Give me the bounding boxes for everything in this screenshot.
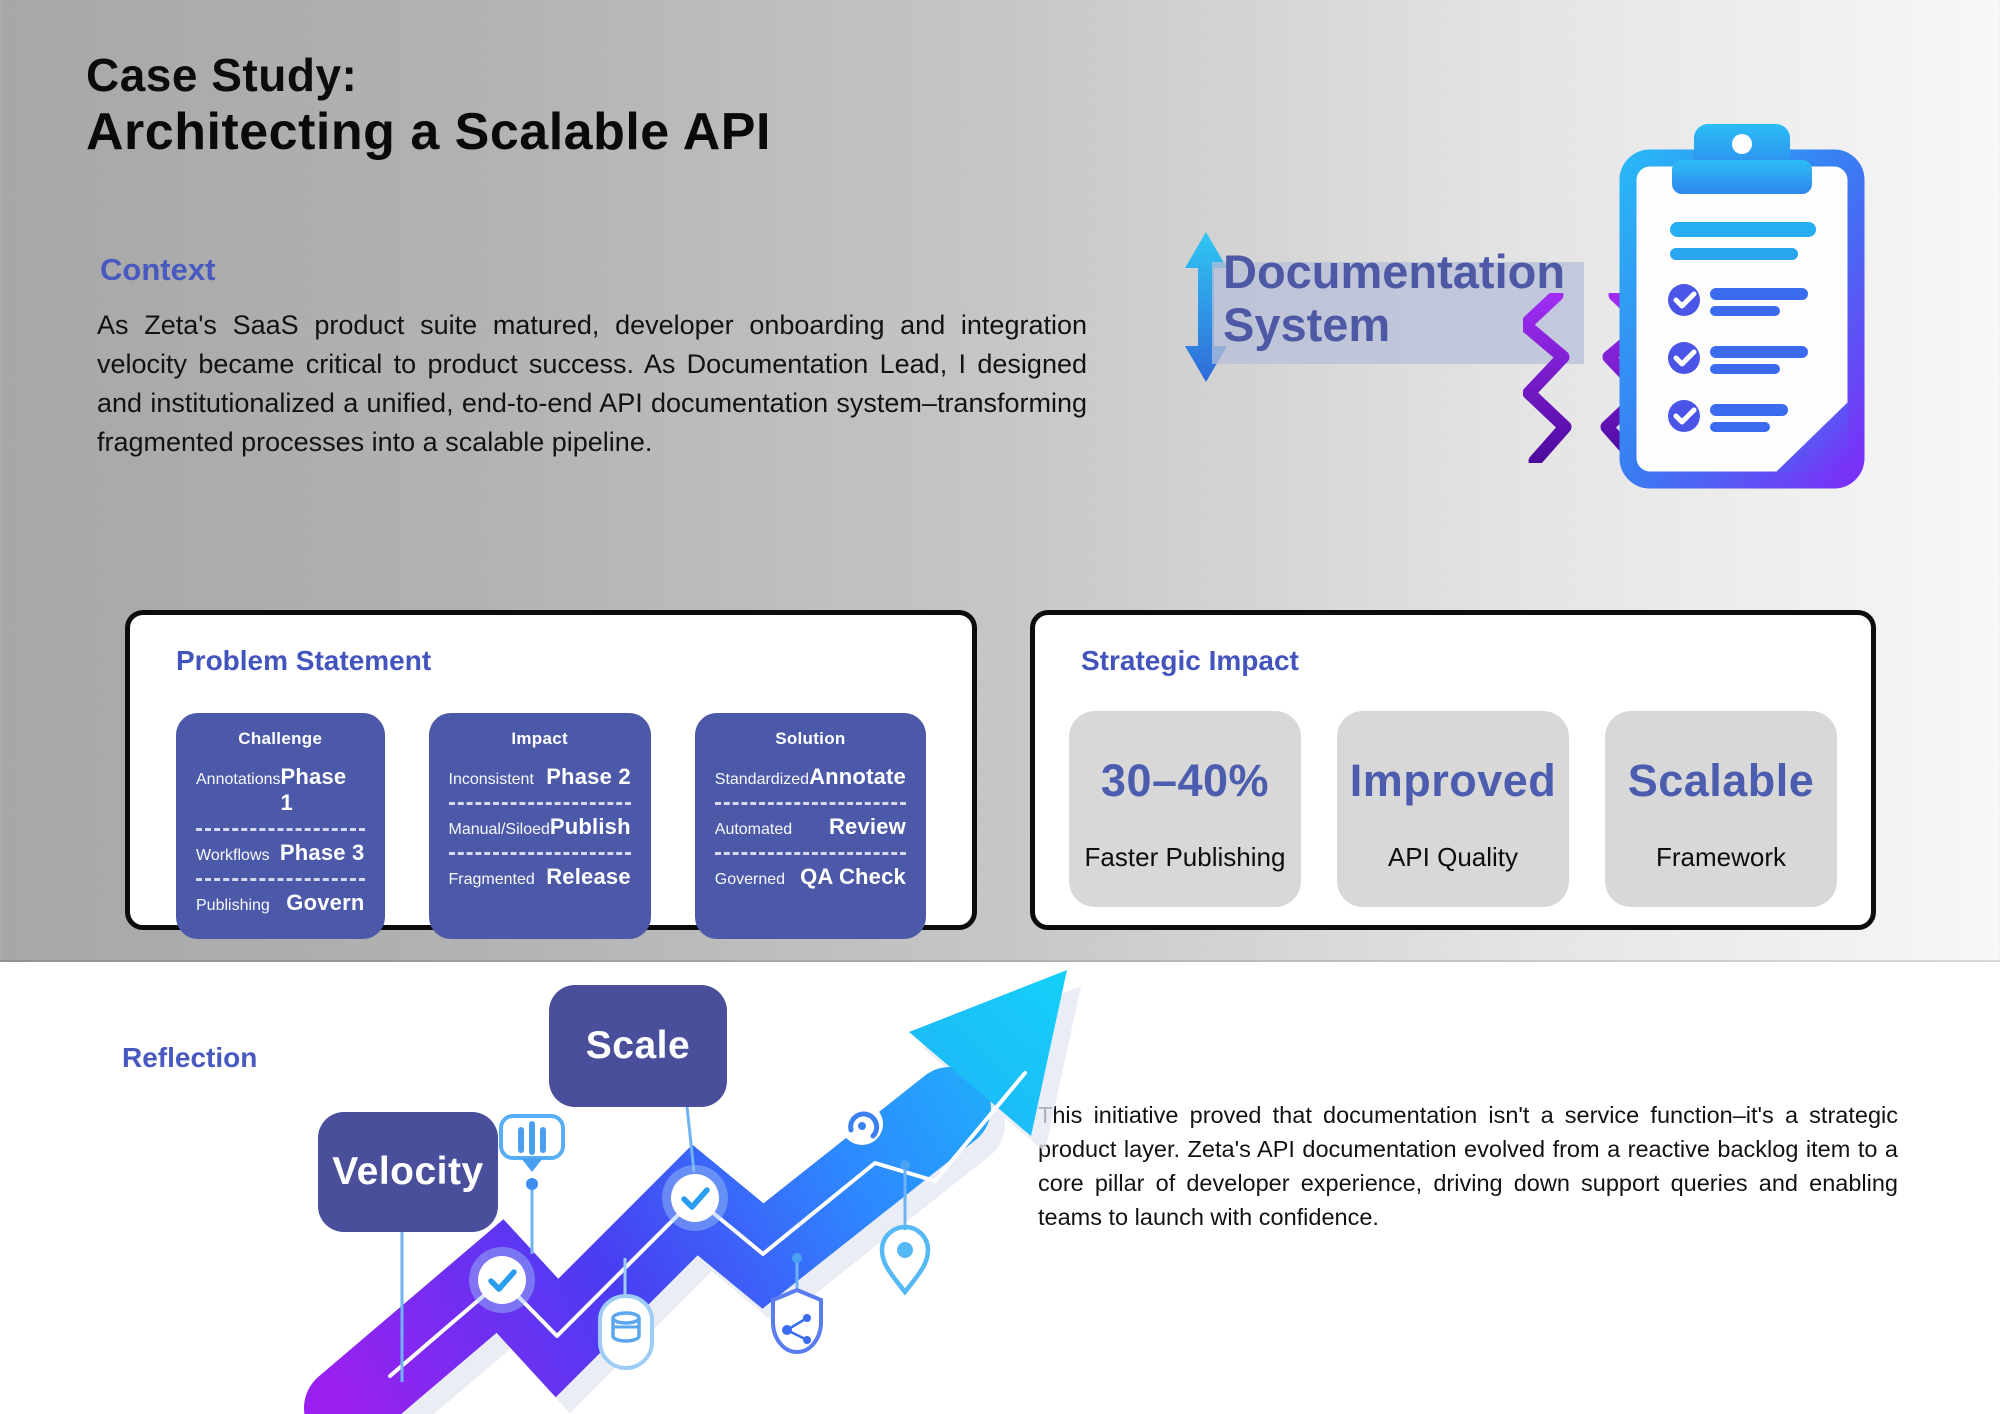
row-value: Review: [828, 814, 906, 839]
velocity-bubble: Velocity: [318, 1112, 498, 1232]
dashed-divider: [714, 802, 906, 805]
stat-label: Framework: [1655, 842, 1786, 872]
row-label: Publishing: [196, 897, 270, 914]
row-label: Inconsistent: [448, 771, 534, 788]
row-value: Phase 1: [280, 764, 347, 815]
docsys-title-line2: System: [1223, 297, 1391, 351]
page-title: Case Study: Architecting a Scalable API: [86, 48, 771, 164]
growth-arrow-illustration: [304, 970, 1081, 1414]
check-icon: [469, 1247, 535, 1313]
stat-card-publishing: 30–40% Faster Publishing: [1069, 711, 1301, 907]
gauge-icon: [841, 1103, 883, 1145]
scale-bubble-label: Scale: [585, 1024, 691, 1067]
location-pin-icon: [879, 1160, 931, 1296]
card-row-item: Automated Review: [715, 809, 906, 845]
scale-bubble: Scale: [549, 985, 727, 1107]
dashed-divider: [448, 852, 631, 855]
dashed-divider: [714, 852, 906, 855]
challenge-card: Challenge Annotations Phase 1 Workflows …: [176, 713, 385, 939]
challenge-card-title: Challenge: [238, 729, 323, 748]
card-row-item: Inconsistent Phase 2: [449, 759, 631, 795]
row-label: Manual/Siloed: [448, 821, 550, 838]
reflection-heading: Reflection: [122, 1042, 258, 1073]
row-label: Fragmented: [448, 871, 535, 888]
check-icon: [662, 1165, 728, 1231]
stat-label: API Quality: [1387, 842, 1519, 872]
row-value: Release: [546, 864, 631, 889]
stat-value: 30–40%: [1100, 755, 1270, 806]
impact-card: Impact Inconsistent Phase 2 Manual/Siloe…: [428, 713, 651, 939]
card-row-item: Standardized Annotate: [715, 759, 906, 795]
row-value: Publish: [549, 814, 631, 839]
problem-card-row: Challenge Annotations Phase 1 Workflows …: [158, 713, 944, 939]
card-row-item: Governed QA Check: [715, 859, 906, 895]
velocity-bubble-label: Velocity: [332, 1150, 484, 1193]
dashed-divider: [196, 828, 365, 831]
stat-card-row: 30–40% Faster Publishing Improved API Qu…: [1063, 711, 1843, 907]
clipboard-icon: [1619, 124, 1865, 489]
connector-line: [684, 1096, 696, 1173]
card-row-item: Manual/Siloed Publish: [449, 809, 631, 845]
hand-icon: [499, 1114, 565, 1254]
shield-network-icon: [771, 1253, 823, 1355]
context-heading: Context: [100, 252, 216, 287]
row-value: Annotate: [809, 764, 906, 789]
card-row-item: Publishing Govern: [196, 885, 365, 921]
stat-card-framework: Scalable Framework: [1605, 711, 1837, 907]
row-label: Automated: [714, 821, 793, 838]
stat-value: Improved: [1349, 755, 1557, 806]
card-row-item: Workflows Phase 3: [196, 835, 365, 871]
impact-card-title: Impact: [511, 729, 568, 748]
database-icon: [598, 1258, 654, 1371]
stat-value: Scalable: [1627, 755, 1815, 806]
updown-arrow-icon: [1185, 232, 1227, 382]
problem-statement-panel: Problem Statement Challenge Annotations …: [125, 610, 977, 939]
row-value: Phase 2: [546, 764, 631, 789]
reflection-paragraph: This initiative proved that documentatio…: [1038, 1102, 1898, 1231]
card-row-item: Fragmented Release: [449, 859, 631, 895]
title-kicker: Case Study:: [86, 49, 358, 101]
docsys-highlight-box: [1212, 262, 1584, 364]
solution-card: Solution Standardized Annotate Automated…: [694, 713, 926, 939]
dashed-divider: [448, 802, 631, 805]
stat-card-quality: Improved API Quality: [1337, 711, 1569, 907]
row-value: Phase 3: [279, 840, 365, 865]
title-main: Architecting a Scalable API: [86, 103, 771, 162]
row-label: Annotations: [196, 771, 281, 788]
docsys-title-line1: Documentation: [1223, 245, 1566, 298]
strategic-impact-panel: Strategic Impact 30–40% Faster Publishin…: [1030, 610, 1876, 930]
dashed-divider: [196, 878, 365, 881]
problem-statement-heading: Problem Statement: [176, 645, 432, 676]
row-value: QA Check: [800, 864, 906, 889]
stat-label: Faster Publishing: [1084, 842, 1286, 872]
context-paragraph: As Zeta's SaaS product suite matured, de…: [97, 310, 1087, 457]
card-row-item: Annotations Phase 1: [196, 759, 365, 821]
strategic-impact-heading: Strategic Impact: [1081, 645, 1299, 676]
row-value: Govern: [286, 890, 365, 915]
row-label: Workflows: [196, 847, 270, 864]
row-label: Governed: [714, 871, 786, 888]
docsys-title: Documentation System: [1223, 245, 1566, 351]
solution-card-title: Solution: [775, 729, 846, 748]
row-label: Standardized: [714, 771, 810, 788]
